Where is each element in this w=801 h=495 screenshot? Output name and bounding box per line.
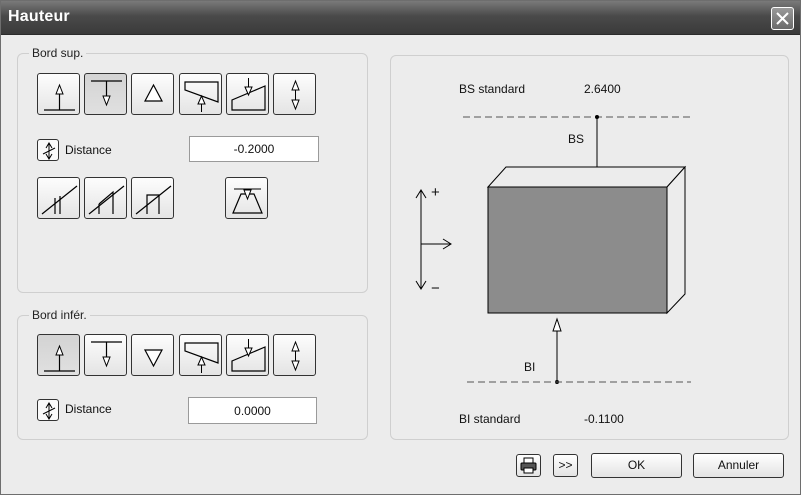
top-edge-legend: Bord sup. [29, 46, 87, 60]
top-mode-button-1[interactable] [37, 73, 80, 115]
height-diagram [415, 115, 691, 384]
bottom-mode-button-3[interactable] [131, 334, 174, 376]
close-icon [776, 12, 789, 25]
bottom-distance-field[interactable] [188, 397, 317, 424]
bs-label: BS [568, 132, 585, 146]
bottom-edge-group: Bord infér. [17, 308, 368, 440]
window-title: Hauteur [8, 8, 70, 25]
minus-sign: − [431, 280, 440, 297]
bottom-edge-legend: Bord infér. [29, 308, 90, 322]
bottom-distance-label: Distance [65, 402, 112, 416]
arrow-down-to-line-icon [91, 341, 122, 368]
arrow-up-from-line-icon [44, 83, 75, 111]
close-button[interactable] [771, 7, 794, 30]
print-button[interactable] [516, 454, 541, 477]
bs-standard-value: 2.6400 [584, 82, 621, 96]
top-mode-button-2[interactable] [84, 73, 127, 115]
slope-one-post-icon [41, 185, 78, 215]
bottom-mode-button-6[interactable] [273, 334, 316, 376]
cancel-label: Annuler [717, 458, 760, 472]
title-bar[interactable]: Hauteur [1, 1, 800, 35]
box-top [486, 166, 687, 188]
top-mode-button-6[interactable] [273, 73, 316, 115]
bottom-mode-button-2[interactable] [84, 334, 127, 376]
arrow-up-from-line-icon [44, 344, 75, 372]
ok-button[interactable]: OK [591, 453, 682, 478]
bi-standard-label: BI standard [459, 412, 521, 426]
height-preview-panel: BS standard 2.6400 BS + − BI BI standard… [390, 55, 789, 440]
bottom-distance-icon-button[interactable] [37, 399, 59, 421]
top-distance-icon-button[interactable] [37, 139, 59, 161]
double-arrow-vertical-icon [291, 340, 300, 372]
slope-down-arrow-icon [231, 78, 266, 111]
vertical-distance-icon [42, 142, 56, 160]
bottom-mode-button-5[interactable] [226, 334, 269, 376]
trapezoid-arrow-icon [232, 188, 263, 214]
top-slope-button-1[interactable] [37, 177, 80, 219]
ok-label: OK [627, 458, 646, 472]
plus-sign: + [431, 184, 440, 201]
arrow-down-to-line-icon [91, 80, 122, 107]
bi-standard-value: -0.1100 [584, 412, 624, 426]
slope-frame-icon [88, 185, 125, 215]
top-distance-field[interactable] [189, 136, 319, 162]
bi-arrow [552, 317, 562, 332]
bi-label: BI [524, 360, 536, 374]
direction-arrows-icon [415, 189, 452, 290]
slope-down-arrow-icon [231, 339, 266, 372]
top-slope-button-2[interactable] [84, 177, 127, 219]
vertical-distance-icon [42, 402, 56, 420]
triangle-up-icon [144, 83, 163, 102]
bottom-mode-button-1[interactable] [37, 334, 80, 376]
top-mode-button-3[interactable] [131, 73, 174, 115]
top-mode-button-4[interactable] [179, 73, 222, 115]
slope-up-arrow-icon [184, 81, 219, 112]
bs-standard-label: BS standard [459, 82, 526, 96]
triangle-down-icon [144, 349, 163, 368]
top-distance-label: Distance [65, 143, 112, 157]
cancel-button[interactable]: Annuler [693, 453, 784, 478]
top-mode-button-5[interactable] [226, 73, 269, 115]
box-side [666, 165, 686, 315]
top-edge-group: Bord sup. [17, 46, 368, 293]
more-label: >> [558, 458, 573, 472]
more-button[interactable]: >> [553, 454, 578, 477]
slope-up-arrow-icon [184, 342, 219, 373]
top-slope-button-3[interactable] [131, 177, 174, 219]
printer-icon [520, 457, 537, 474]
slope-gate-icon [135, 185, 172, 215]
box-front [487, 186, 668, 314]
double-arrow-vertical-icon [291, 79, 300, 111]
top-trapezoid-button[interactable] [225, 177, 268, 219]
bottom-mode-button-4[interactable] [179, 334, 222, 376]
